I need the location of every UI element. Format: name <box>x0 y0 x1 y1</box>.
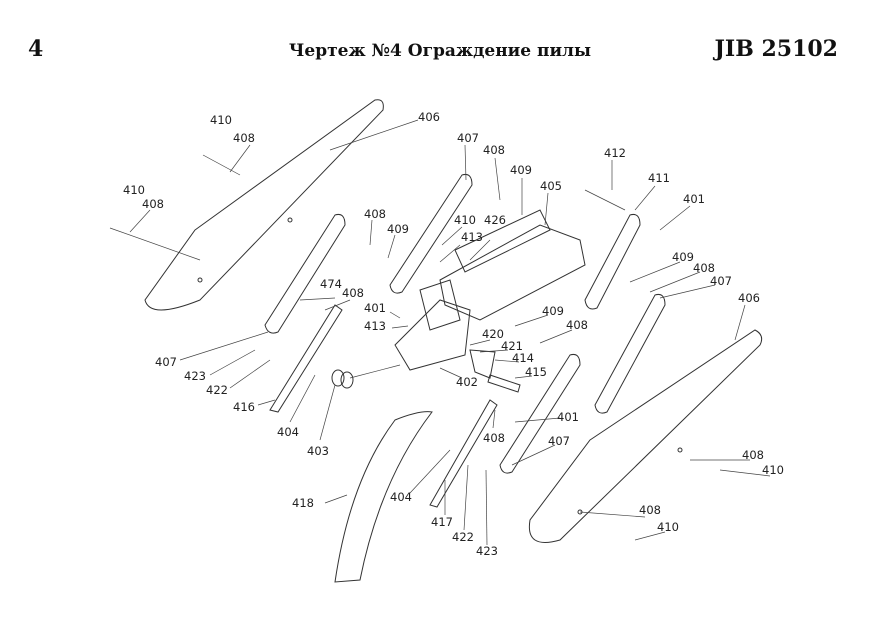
callout-401: 401 <box>557 410 579 424</box>
mount-block <box>394 279 471 371</box>
callout-410: 410 <box>657 520 679 534</box>
link-arm-rear <box>584 214 641 310</box>
callout-474: 474 <box>320 277 342 291</box>
link-arm-407-c <box>594 294 666 414</box>
callout-404: 404 <box>277 425 299 439</box>
callout-411: 411 <box>648 171 670 185</box>
callout-415: 415 <box>525 365 547 379</box>
callout-414: 414 <box>512 351 534 365</box>
callout-407: 407 <box>710 274 732 288</box>
callout-413: 413 <box>461 230 483 244</box>
callout-423: 423 <box>476 544 498 558</box>
callout-408: 408 <box>142 197 164 211</box>
callout-406: 406 <box>738 291 760 305</box>
callout-416: 416 <box>233 400 255 414</box>
callout-408: 408 <box>566 318 588 332</box>
callout-412: 412 <box>604 146 626 160</box>
callout-408: 408 <box>639 503 661 517</box>
callout-418: 418 <box>292 496 314 510</box>
callout-409: 409 <box>542 304 564 318</box>
bracket-414 <box>469 349 496 379</box>
callout-406: 406 <box>418 110 440 124</box>
callout-408: 408 <box>342 286 364 300</box>
callout-408: 408 <box>742 448 764 462</box>
callout-422: 422 <box>206 383 228 397</box>
callout-408: 408 <box>483 431 505 445</box>
guard-panel-left <box>144 99 384 311</box>
bolt-415 <box>487 374 521 393</box>
callout-407: 407 <box>457 131 479 145</box>
arc-guard-418 <box>334 411 433 583</box>
callout-409: 409 <box>672 250 694 264</box>
callout-401: 401 <box>364 301 386 315</box>
callout-413: 413 <box>364 319 386 333</box>
callout-403: 403 <box>307 444 329 458</box>
callout-408: 408 <box>233 131 255 145</box>
callout-410: 410 <box>454 213 476 227</box>
callout-401: 401 <box>683 192 705 206</box>
pawl-416 <box>269 304 343 413</box>
callout-410: 410 <box>123 183 145 197</box>
callout-426: 426 <box>484 213 506 227</box>
callout-405: 405 <box>540 179 562 193</box>
main-bracket-405 <box>439 209 586 321</box>
callout-408: 408 <box>364 207 386 221</box>
callout-409: 409 <box>510 163 532 177</box>
callout-410: 410 <box>762 463 784 477</box>
model-code: JIB 25102 <box>714 36 839 62</box>
callout-408: 408 <box>483 143 505 157</box>
page-number: 4 <box>28 36 44 62</box>
callout-410: 410 <box>210 113 232 127</box>
callout-420: 420 <box>482 327 504 341</box>
callout-407: 407 <box>155 355 177 369</box>
callout-417: 417 <box>431 515 453 529</box>
callout-402: 402 <box>456 375 478 389</box>
callout-422: 422 <box>452 530 474 544</box>
callout-423: 423 <box>184 369 206 383</box>
pawl-417 <box>429 399 498 508</box>
callout-408: 408 <box>693 261 715 275</box>
callout-421: 421 <box>501 339 523 353</box>
spring-403 <box>331 369 354 389</box>
callout-407: 407 <box>548 434 570 448</box>
link-arm-407-d <box>499 354 581 474</box>
drawing-title: Чертеж №4 Ограждение пилы <box>288 41 592 61</box>
callout-409: 409 <box>387 222 409 236</box>
callout-404: 404 <box>390 490 412 504</box>
link-arm-407-a <box>264 214 346 334</box>
leader-lines <box>109 119 771 546</box>
